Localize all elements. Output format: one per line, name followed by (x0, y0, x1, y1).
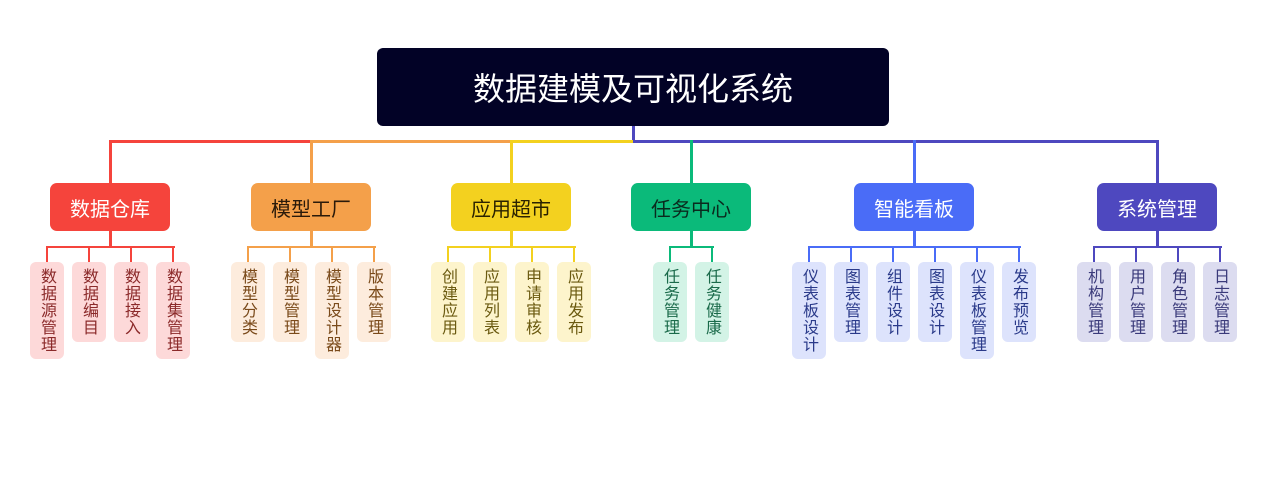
leaf-node: 仪表板管理 (960, 262, 994, 359)
leaf-node: 数据集管理 (156, 262, 190, 359)
leaf-node: 日志管理 (1203, 262, 1237, 342)
leaf-node: 创建应用 (431, 262, 465, 342)
bus-segment (311, 140, 511, 143)
leaf-connector (1018, 246, 1020, 262)
branch-connector (690, 140, 693, 183)
leaf-node: 图表管理 (834, 262, 868, 342)
leaf-connector (573, 246, 575, 262)
leaf-node: 模型分类 (231, 262, 265, 342)
branch-connector (913, 140, 916, 183)
bus-segment (914, 140, 1157, 143)
leaf-stem (310, 231, 313, 246)
leaf-bus (669, 246, 714, 248)
leaf-connector (850, 246, 852, 262)
leaf-connector (669, 246, 671, 262)
leaf-connector (130, 246, 132, 262)
branch-node: 智能看板 (854, 183, 974, 231)
bus-segment (691, 140, 914, 143)
leaf-connector (447, 246, 449, 262)
leaf-connector (1093, 246, 1095, 262)
branch-node: 应用超市 (451, 183, 571, 231)
root-connector (632, 126, 635, 143)
leaf-node: 图表设计 (918, 262, 952, 342)
leaf-stem (1156, 231, 1159, 246)
leaf-stem (109, 231, 112, 246)
leaf-node: 申请审核 (515, 262, 549, 342)
leaf-node: 模型管理 (273, 262, 307, 342)
bus-segment (511, 140, 633, 143)
leaf-stem (690, 231, 693, 246)
branch-connector (510, 140, 513, 183)
branch-connector (1156, 140, 1159, 183)
leaf-connector (88, 246, 90, 262)
leaf-connector (1219, 246, 1221, 262)
leaf-node: 应用发布 (557, 262, 591, 342)
leaf-connector (711, 246, 713, 262)
leaf-connector (808, 246, 810, 262)
leaf-node: 版本管理 (357, 262, 391, 342)
leaf-bus (46, 246, 175, 248)
leaf-connector (373, 246, 375, 262)
branch-node: 系统管理 (1097, 183, 1217, 231)
leaf-connector (46, 246, 48, 262)
bus-segment (633, 140, 691, 143)
leaf-stem (913, 231, 916, 246)
leaf-node: 机构管理 (1077, 262, 1111, 342)
bus-segment (110, 140, 311, 143)
leaf-node: 数据源管理 (30, 262, 64, 359)
leaf-bus (1093, 246, 1222, 248)
leaf-node: 角色管理 (1161, 262, 1195, 342)
branch-connector (310, 140, 313, 183)
leaf-connector (247, 246, 249, 262)
leaf-connector (172, 246, 174, 262)
leaf-node: 发布预览 (1002, 262, 1036, 342)
leaf-node: 任务健康 (695, 262, 729, 342)
leaf-node: 数据编目 (72, 262, 106, 342)
leaf-node: 仪表板设计 (792, 262, 826, 359)
leaf-node: 用户管理 (1119, 262, 1153, 342)
leaf-connector (489, 246, 491, 262)
leaf-bus (447, 246, 576, 248)
leaf-connector (892, 246, 894, 262)
leaf-connector (976, 246, 978, 262)
branch-node: 数据仓库 (50, 183, 170, 231)
leaf-node: 组件设计 (876, 262, 910, 342)
leaf-node: 模型设计器 (315, 262, 349, 359)
root-node: 数据建模及可视化系统 (377, 48, 889, 126)
leaf-connector (934, 246, 936, 262)
leaf-node: 应用列表 (473, 262, 507, 342)
branch-connector (109, 140, 112, 183)
branch-node: 模型工厂 (251, 183, 371, 231)
leaf-node: 任务管理 (653, 262, 687, 342)
leaf-connector (289, 246, 291, 262)
branch-node: 任务中心 (631, 183, 751, 231)
leaf-stem (510, 231, 513, 246)
leaf-connector (1135, 246, 1137, 262)
leaf-connector (1177, 246, 1179, 262)
leaf-bus (247, 246, 376, 248)
leaf-connector (531, 246, 533, 262)
leaf-node: 数据接入 (114, 262, 148, 342)
leaf-bus (808, 246, 1021, 248)
leaf-connector (331, 246, 333, 262)
